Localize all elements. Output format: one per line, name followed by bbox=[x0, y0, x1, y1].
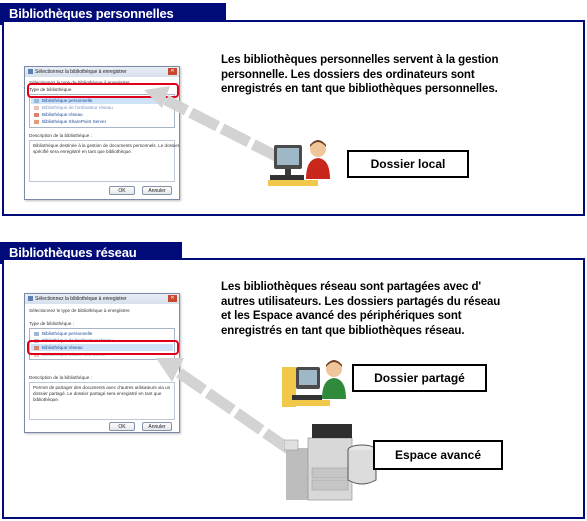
label-shared-folder: Dossier partagé bbox=[352, 364, 487, 392]
hair bbox=[310, 140, 326, 147]
keyboard bbox=[270, 175, 304, 180]
hair bbox=[326, 360, 342, 367]
arrow-to-dialog-network bbox=[156, 358, 294, 455]
list-item-network[interactable]: Bibliothèque réseau bbox=[34, 345, 83, 351]
library-icon bbox=[34, 331, 39, 336]
description-line: Permet de partager des documents avec d'… bbox=[33, 385, 171, 390]
description-line: dossier partagé. Le dossier partagé sera… bbox=[33, 391, 162, 396]
library-icon bbox=[34, 98, 39, 103]
ok-button[interactable]: OK bbox=[109, 186, 135, 195]
description-label: Description de la bibliothèque : bbox=[29, 133, 92, 138]
description-box: Bibliothèque destinée à la gestion de do… bbox=[29, 140, 179, 182]
list-header: Type de bibliothèque bbox=[29, 87, 72, 92]
dialog-title: Sélectionnez la bibliothèque à enregistr… bbox=[35, 69, 127, 75]
dialog-instruction: Sélectionnez le type de bibliothèque à e… bbox=[29, 80, 131, 85]
library-type-list[interactable]: Bibliothèque personnelle Bibliothèque de… bbox=[29, 94, 175, 128]
dialog-title: Sélectionnez la bibliothèque à enregistr… bbox=[35, 296, 127, 302]
desk-top bbox=[290, 400, 330, 406]
description-line: Bibliothèque destinée à la gestion de do… bbox=[33, 143, 180, 148]
description-box: Permet de partager des documents avec d'… bbox=[29, 382, 175, 420]
description-line: spécifié sera enregistré en tant que bib… bbox=[33, 149, 133, 154]
selected-row bbox=[31, 97, 173, 104]
user-computer-icon bbox=[282, 360, 346, 407]
arrow-to-dialog-personal bbox=[144, 86, 283, 163]
dialog-title-bar: Sélectionnez la bibliothèque à enregistr… bbox=[25, 294, 179, 304]
description-label: Description de la bibliothèque : bbox=[29, 375, 92, 380]
list-item-network-computer[interactable]: Bibliothèque de l'ordinateur réseau bbox=[34, 105, 113, 111]
network-icon bbox=[34, 345, 39, 350]
section-header-personal: Bibliothèques personnelles bbox=[0, 3, 226, 25]
tray bbox=[284, 439, 299, 451]
highlight-network-library bbox=[27, 340, 179, 355]
arrow-shaft bbox=[163, 95, 283, 163]
storage-cylinder bbox=[347, 450, 377, 485]
sharepoint-icon bbox=[34, 119, 39, 124]
keyboard bbox=[292, 395, 322, 400]
close-icon[interactable]: ✕ bbox=[168, 68, 177, 75]
list-item-personal[interactable]: Bibliothèque personnelle bbox=[34, 98, 92, 104]
highlight-personal-library bbox=[27, 83, 179, 98]
network-icon bbox=[34, 112, 39, 117]
desk bbox=[268, 180, 318, 186]
drawer bbox=[311, 467, 349, 479]
label-advanced-space: Espace avancé bbox=[373, 440, 503, 470]
label-local-folder: Dossier local bbox=[347, 150, 469, 178]
description-line: bibliothèque. bbox=[33, 397, 60, 402]
selected-row bbox=[31, 344, 173, 351]
list-header: Type de bibliothèque : bbox=[29, 321, 74, 326]
screen bbox=[299, 370, 317, 385]
window-icon bbox=[28, 69, 33, 74]
list-item-sharepoint[interactable]: Bibliothèque SharePoint Server bbox=[34, 119, 106, 125]
drawer bbox=[311, 479, 349, 491]
description-personal: Les bibliothèques personnelles servent à… bbox=[221, 54, 499, 95]
printer-device-icon bbox=[284, 424, 377, 501]
ok-button[interactable]: OK bbox=[109, 422, 135, 431]
library-dialog-personal: Sélectionnez la bibliothèque à enregistr… bbox=[24, 66, 180, 200]
computer-icon bbox=[34, 105, 39, 110]
scanner bbox=[312, 424, 352, 438]
user-computer-icon bbox=[268, 140, 330, 186]
cancel-button[interactable]: Annuler bbox=[142, 422, 172, 431]
screen bbox=[277, 148, 299, 165]
body bbox=[306, 158, 330, 179]
body bbox=[322, 378, 346, 399]
list-item-network[interactable]: Bibliothèque réseau bbox=[34, 112, 83, 118]
head bbox=[326, 361, 342, 377]
dialog-instruction: Sélectionnez le type de bibliothèque à e… bbox=[29, 308, 131, 313]
description-network: Les bibliothèques réseau sont partagées … bbox=[221, 281, 501, 337]
close-icon[interactable]: ✕ bbox=[168, 295, 177, 302]
stand bbox=[285, 169, 291, 175]
dialog-title-bar: Sélectionnez la bibliothèque à enregistr… bbox=[25, 67, 179, 77]
window-icon bbox=[28, 296, 33, 301]
arrow-head bbox=[156, 358, 184, 382]
head bbox=[310, 141, 326, 157]
finisher bbox=[286, 448, 308, 500]
arrow-shaft bbox=[174, 367, 294, 455]
arrow-head bbox=[144, 86, 170, 108]
cancel-button[interactable]: Annuler bbox=[142, 186, 172, 195]
list-item-personal[interactable]: Bibliothèque personnelle bbox=[34, 331, 92, 337]
